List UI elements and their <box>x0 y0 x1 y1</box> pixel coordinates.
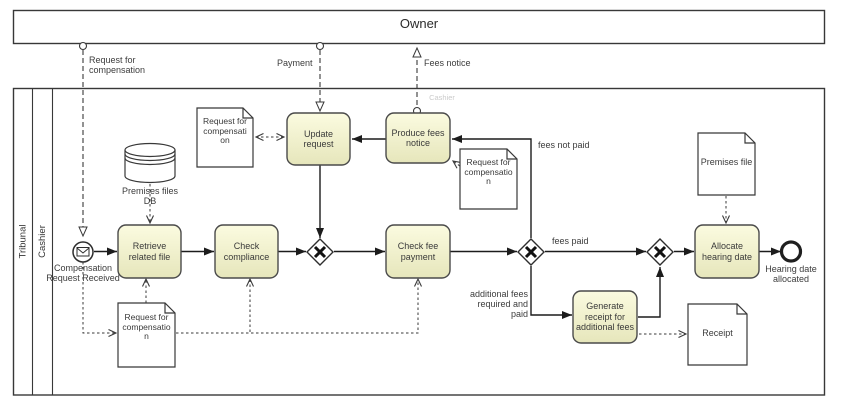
task-generate-receipt[interactable] <box>572 290 638 344</box>
data-store-premises-db[interactable] <box>124 142 176 184</box>
task-allocate-hearing-date[interactable] <box>694 224 760 279</box>
task-update-request[interactable] <box>286 112 351 166</box>
pool-tribunal-label: Tribunal <box>17 224 29 259</box>
data-store-label: Premises files DB <box>121 186 178 206</box>
lane-cashier-label: Cashier <box>36 225 48 258</box>
cylinder-ring <box>124 153 176 162</box>
start-event-label: Compensation Request Received <box>46 263 120 283</box>
end-event-label: Hearing date allocated <box>765 264 817 284</box>
gateways <box>306 238 674 266</box>
data-object-premises-file[interactable] <box>697 132 756 196</box>
sequence-flows <box>94 135 781 319</box>
flow-label-fees-paid: fees paid <box>552 236 589 246</box>
data-object-request-mid[interactable] <box>459 148 518 210</box>
message-source-dot <box>78 41 88 51</box>
pool-owner <box>12 9 826 45</box>
message-label-request: Request for compensation <box>89 55 146 75</box>
flow-label-fees-not-paid: fees not paid <box>538 140 590 150</box>
cylinder-ring <box>124 157 176 166</box>
gateway-merge-1[interactable] <box>306 238 334 266</box>
assoc-start-to-request <box>82 262 118 337</box>
flow-gateway2-produce-fees-not-paid <box>452 135 532 238</box>
task-retrieve-related-file[interactable] <box>117 224 182 279</box>
message-flows <box>78 46 422 238</box>
flow-label-additional-fees: additional fees required and paid <box>469 289 528 319</box>
data-object-receipt[interactable] <box>687 303 748 366</box>
pool-owner-label: Owner <box>399 16 439 31</box>
data-object-request-bottom[interactable] <box>117 302 176 368</box>
message-label-fees-notice: Fees notice <box>424 58 471 68</box>
flow-gateway2-generate-additional-fees <box>530 266 572 319</box>
task-produce-fees-notice[interactable] <box>385 112 451 164</box>
gateway-merge-2[interactable] <box>646 238 674 266</box>
lane-watermark-label: Cashier <box>429 93 455 102</box>
exclusive-gateway-x-icon <box>313 245 327 259</box>
flow-generate-gateway3 <box>638 267 664 318</box>
exclusive-gateway-x-icon <box>653 245 667 259</box>
end-event[interactable] <box>779 240 803 263</box>
data-object-request-top[interactable] <box>196 107 254 168</box>
assoc-request-to-checkfee <box>176 277 422 334</box>
start-event-message[interactable] <box>72 241 94 263</box>
assoc-request-to-compliance <box>176 277 254 334</box>
gateway-fee-decision[interactable] <box>517 238 545 266</box>
task-check-compliance[interactable] <box>214 224 279 279</box>
message-source-dot <box>315 41 325 51</box>
message-label-payment: Payment <box>277 58 313 68</box>
envelope-icon <box>76 247 90 257</box>
exclusive-gateway-x-icon <box>524 245 538 259</box>
task-check-fee-payment[interactable] <box>385 224 451 279</box>
